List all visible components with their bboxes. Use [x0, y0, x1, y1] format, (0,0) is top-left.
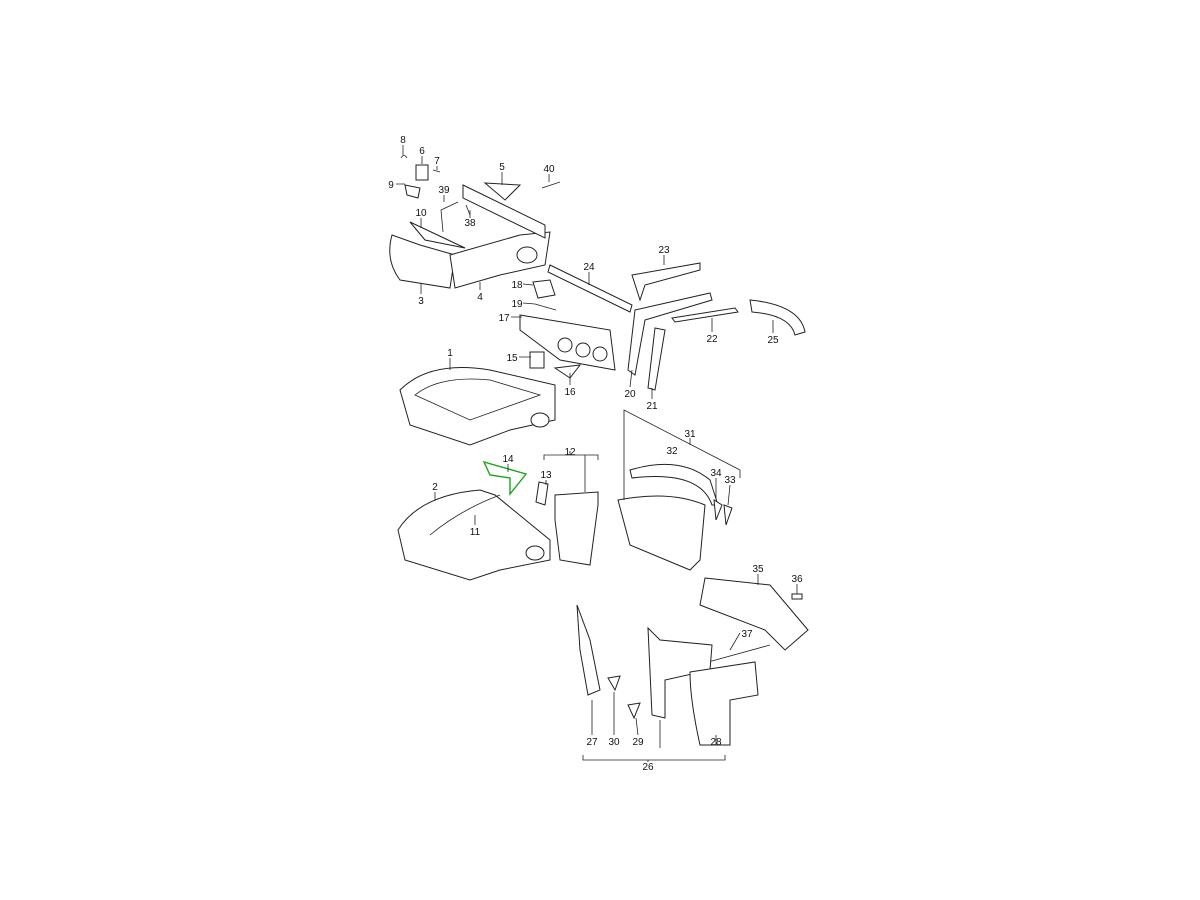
label-15: 15 — [506, 353, 518, 364]
part-30-bracket[interactable] — [607, 675, 621, 692]
label-22: 22 — [706, 334, 718, 345]
label-40: 40 — [543, 164, 555, 175]
label-14: 14 — [502, 454, 514, 465]
part-31-rear-panel[interactable] — [617, 495, 706, 571]
label-8: 8 — [400, 135, 406, 146]
part-33-bracket[interactable] — [723, 504, 733, 526]
label-7: 7 — [434, 156, 440, 167]
label-39: 39 — [438, 185, 450, 196]
label-16: 16 — [564, 387, 576, 398]
part-17-dashboard[interactable] — [519, 314, 616, 371]
label-11: 11 — [470, 527, 481, 538]
part-9-bracket[interactable] — [404, 184, 421, 199]
label-34: 34 — [710, 468, 722, 479]
part-35-wheelhouse[interactable] — [699, 577, 809, 651]
label-25: 25 — [767, 335, 779, 346]
part-16-bracket[interactable] — [553, 364, 582, 379]
part-15-bracket[interactable] — [529, 351, 545, 369]
part-10-bracket[interactable] — [409, 221, 466, 249]
label-38: 38 — [464, 218, 476, 229]
part-34-bracket[interactable] — [713, 499, 723, 521]
part-27-pillar[interactable] — [576, 604, 601, 696]
part-14-bracket-highlighted[interactable] — [482, 460, 528, 496]
label-30: 30 — [608, 737, 620, 748]
label-9: 9 — [388, 180, 394, 191]
label-24: 24 — [583, 262, 595, 273]
part-22-rail[interactable] — [671, 307, 739, 323]
label-29: 29 — [632, 737, 644, 748]
label-6: 6 — [419, 146, 425, 157]
part-4-front-body[interactable] — [449, 231, 551, 289]
label-17: 17 — [498, 313, 510, 324]
label-35: 35 — [752, 564, 764, 575]
part-26-side-panel[interactable] — [647, 626, 713, 719]
label-3: 3 — [418, 296, 424, 307]
part-25-arch[interactable] — [749, 299, 806, 336]
part-8-clip[interactable] — [400, 155, 408, 159]
label-37: 37 — [741, 629, 753, 640]
label-26: 26 — [642, 762, 654, 773]
part-23-pillar[interactable] — [631, 262, 701, 302]
label-31: 31 — [684, 429, 696, 440]
part-29-bracket[interactable] — [627, 702, 641, 720]
label-21: 21 — [646, 401, 658, 412]
part-labels: 8 6 7 9 39 5 40 10 38 3 4 24 23 18 19 17… — [388, 135, 803, 773]
label-27: 27 — [586, 737, 598, 748]
part-6-plate[interactable] — [415, 164, 429, 181]
part-24-cowl[interactable] — [547, 264, 633, 313]
label-5: 5 — [499, 162, 505, 173]
part-1-floor-pan[interactable] — [399, 367, 556, 446]
label-2: 2 — [432, 482, 438, 493]
label-18: 18 — [511, 280, 523, 291]
label-33: 33 — [724, 475, 736, 486]
part-20-pillar[interactable] — [627, 292, 713, 376]
part-36-clip[interactable] — [791, 593, 803, 600]
part-12-inner-panel[interactable] — [554, 491, 599, 566]
part-28-quarter-panel[interactable] — [689, 661, 759, 746]
label-1: 1 — [447, 348, 453, 359]
part-13-bracket[interactable] — [535, 481, 549, 506]
part-38-clip[interactable] — [465, 204, 471, 216]
label-12: 12 — [564, 447, 576, 458]
part-18-plate[interactable] — [532, 279, 556, 299]
label-32: 32 — [666, 446, 678, 457]
part-5-crossmember[interactable] — [462, 182, 546, 239]
label-13: 13 — [540, 470, 552, 481]
label-36: 36 — [791, 574, 803, 585]
part-40-rod[interactable] — [541, 181, 561, 189]
part-39-rod[interactable] — [440, 201, 459, 233]
label-28: 28 — [710, 737, 722, 748]
label-10: 10 — [415, 208, 427, 219]
part-21-pillar[interactable] — [647, 327, 666, 391]
part-7-clip[interactable] — [432, 169, 441, 173]
label-20: 20 — [624, 389, 636, 400]
part-2-floor-pan[interactable] — [397, 489, 551, 581]
label-19: 19 — [511, 299, 523, 310]
part-19-strip[interactable] — [534, 303, 557, 311]
label-23: 23 — [658, 245, 670, 256]
label-4: 4 — [477, 292, 483, 303]
leader-lines — [396, 145, 798, 762]
part-11-rod[interactable] — [429, 494, 501, 536]
